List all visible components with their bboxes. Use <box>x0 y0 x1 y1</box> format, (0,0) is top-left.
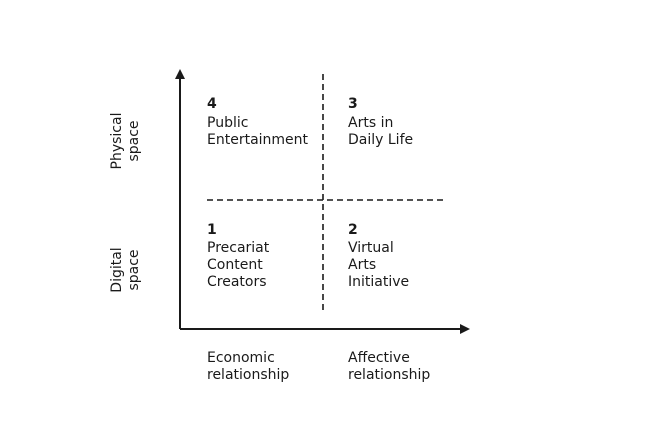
x-label-affective-line-1: Affective <box>348 350 410 366</box>
y-label-physical: Physical space <box>109 101 143 181</box>
x-label-affective: Affective relationship <box>348 350 430 384</box>
quadrant-3-number: 3 <box>348 96 358 112</box>
x-label-affective-line-2: relationship <box>348 367 431 383</box>
quadrant-2-line-1: Virtual <box>348 240 394 256</box>
quadrant-4-line-1: Public <box>207 115 249 131</box>
quadrant-1-number: 1 <box>207 222 217 238</box>
quadrant-2-line-2: Arts <box>348 257 377 273</box>
y-label-physical-line-1: Physical <box>109 112 125 170</box>
quadrant-2-number: 2 <box>348 222 358 238</box>
quadrant-3-line-1: Arts in <box>348 115 394 131</box>
quadrant-4-number: 4 <box>207 96 217 112</box>
quadrant-2-line-3: Initiative <box>348 274 410 290</box>
y-label-digital-line-2: space <box>126 249 142 291</box>
quadrant-1-line-2: Content <box>207 257 263 273</box>
y-label-digital-line-1: Digital <box>109 247 125 293</box>
x-label-economic: Economic relationship <box>207 350 289 384</box>
y-label-physical-line-2: space <box>126 120 142 162</box>
quadrant-3-line-2: Daily Life <box>348 132 414 148</box>
quadrant-1-label: Precariat Content Creators <box>207 240 269 291</box>
quadrant-4-label: Public Entertainment <box>207 115 308 149</box>
quadrant-2-label: Virtual Arts Initiative <box>348 240 409 291</box>
x-label-economic-line-1: Economic <box>207 350 275 366</box>
quadrant-1-line-3: Creators <box>207 274 267 290</box>
quadrant-4-line-2: Entertainment <box>207 132 309 148</box>
quadrant-1-line-1: Precariat <box>207 240 270 256</box>
y-label-digital: Digital space <box>109 230 143 310</box>
x-label-economic-line-2: relationship <box>207 367 290 383</box>
quadrant-3-label: Arts in Daily Life <box>348 115 413 149</box>
